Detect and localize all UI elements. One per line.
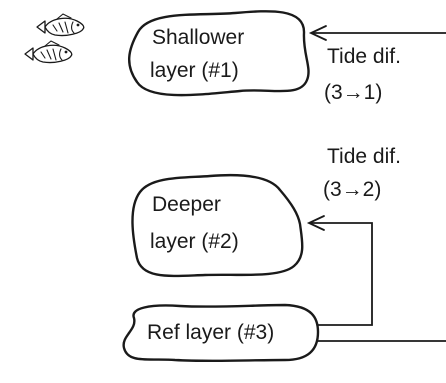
shallow-layer-label-line2: layer (#1) bbox=[150, 59, 239, 82]
shallow-layer-node: Shallower layer (#1) bbox=[128, 10, 310, 97]
tide-diff-3-to-2-line2: (3→2) bbox=[323, 178, 381, 201]
connector-ref-to-shallow bbox=[308, 25, 446, 342]
tide-diff-3-to-1-line1: Tide dif. bbox=[327, 45, 401, 68]
deeper-layer-label-line1: Deeper bbox=[152, 193, 221, 216]
deeper-layer-label-line2: layer (#2) bbox=[150, 230, 239, 253]
reference-layer-node: Ref layer (#3) bbox=[122, 303, 320, 363]
tide-diff-3-to-1-line2: (3→1) bbox=[324, 81, 382, 104]
tide-diff-3-to-2-line1: Tide dif. bbox=[327, 145, 401, 168]
shallow-layer-label-line1: Shallower bbox=[152, 26, 244, 49]
fish-icon bbox=[36, 13, 85, 37]
tide-diff-3-to-2-annotation: Tide dif. (3→2) bbox=[323, 145, 401, 201]
tide-diff-3-to-1-annotation: Tide dif. (3→1) bbox=[324, 45, 401, 104]
connector-ref-to-deeper bbox=[306, 215, 373, 326]
deeper-layer-node: Deeper layer (#2) bbox=[131, 173, 304, 278]
fish-icon bbox=[24, 40, 73, 64]
reference-layer-label: Ref layer (#3) bbox=[147, 321, 274, 344]
